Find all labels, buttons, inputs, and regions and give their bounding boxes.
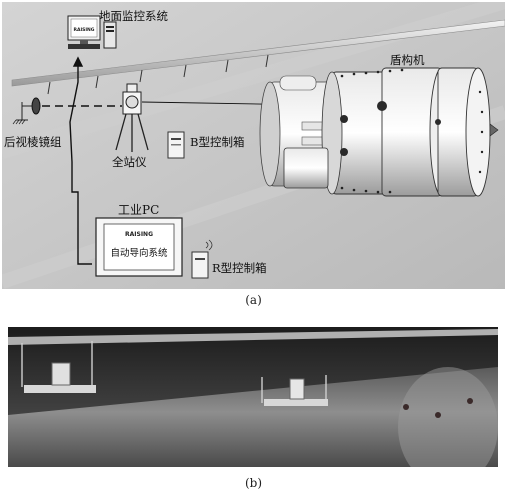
rear-prism-icon: [12, 97, 41, 125]
bracket-right: [261, 375, 327, 403]
caption-b: (b): [244, 476, 263, 490]
label-rear-prism: 后视棱镜组: [4, 135, 62, 149]
r-control-box-icon: [191, 239, 213, 279]
monitor-brand-text: RAISING: [74, 27, 95, 33]
label-industrial-pc: 工业PC: [118, 203, 159, 217]
shelf-right: [264, 399, 328, 406]
caption-a: (a): [245, 293, 262, 307]
shield-machine-illustration: [259, 67, 499, 197]
label-b-control-box: B型控制箱: [190, 135, 244, 149]
shelf-left: [24, 385, 96, 393]
panel-a-diagram: RAISING 地面监控系统 后视棱镜组 全站仪: [0, 0, 507, 289]
industrial-pc-icon: RAISING 自动导向系统: [95, 217, 183, 277]
total-station-icon: [115, 83, 149, 152]
panel-b-photo: [8, 327, 498, 487]
label-ground-monitor: 地面监控系统: [99, 9, 168, 23]
label-r-control-box: R型控制箱: [212, 261, 267, 275]
pipe-end: [398, 367, 498, 487]
label-auto-guide: 自动导向系统: [110, 247, 168, 259]
tunnel-pipe: [8, 367, 498, 467]
ground-monitor-computer-icon: RAISING: [67, 15, 117, 49]
device-box-right: [289, 378, 305, 400]
bracket-left: [21, 341, 93, 387]
label-shield-machine: 盾构机: [390, 53, 425, 67]
support-rail: [8, 329, 498, 345]
device-box-left: [51, 362, 71, 386]
pc-brand-text: RAISING: [125, 231, 153, 238]
label-total-station: 全站仪: [112, 155, 147, 169]
data-link-arrow: [69, 56, 92, 265]
b-control-box-icon: [167, 131, 185, 159]
